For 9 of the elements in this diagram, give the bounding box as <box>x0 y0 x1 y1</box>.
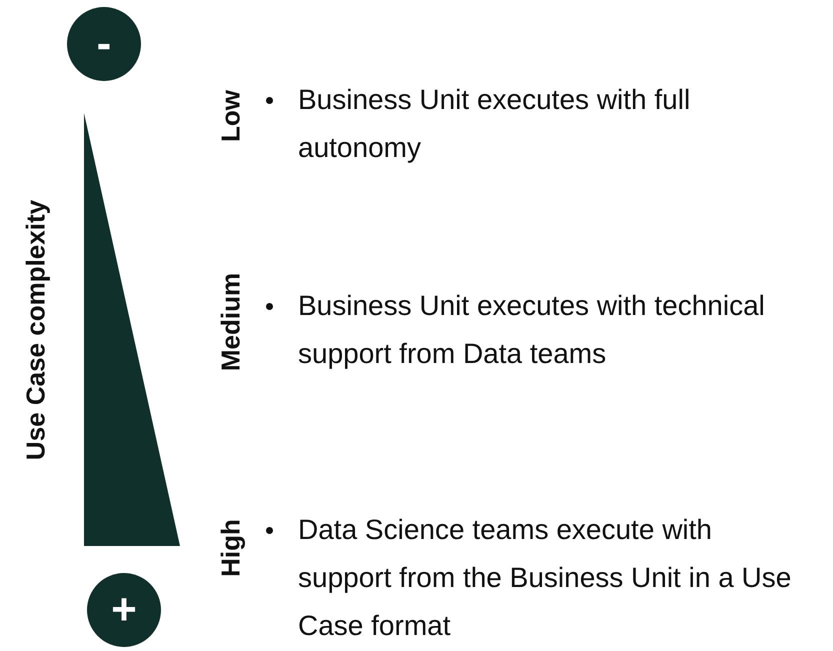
minus-circle: - <box>67 7 141 81</box>
level-label: Medium <box>216 272 246 372</box>
description-text: Business Unit executes with technical support from Data teams <box>298 289 766 371</box>
level-label: High <box>216 519 246 577</box>
axis-label: Use Case complexity <box>20 200 52 460</box>
description-text: Business Unit executes with full autonomy <box>298 83 692 165</box>
plus-circle: + <box>87 573 161 647</box>
description-text: Data Science teams execute with support from the Business Unit in a Use Case format <box>298 513 792 643</box>
level-label: Low <box>216 90 246 142</box>
